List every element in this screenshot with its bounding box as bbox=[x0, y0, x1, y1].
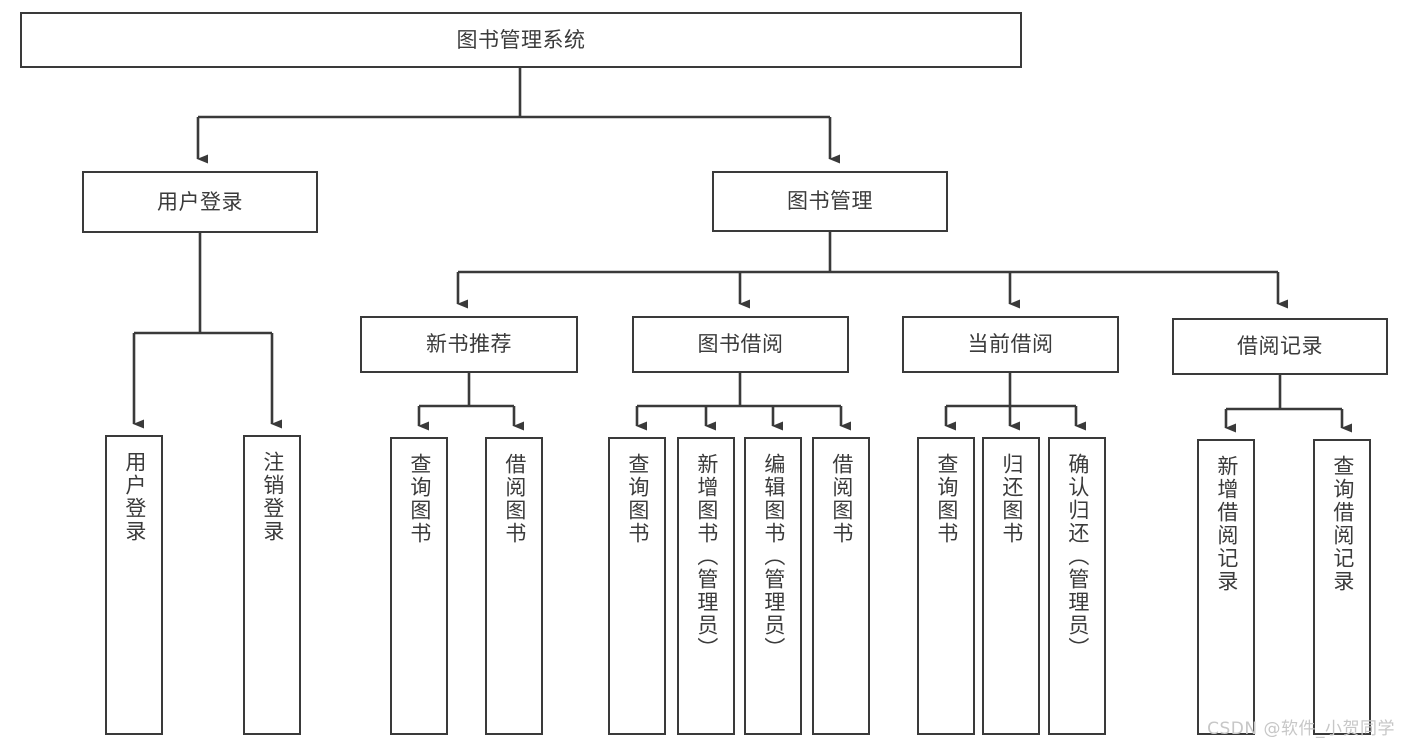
node-label: 确认归还（管理员） bbox=[1065, 453, 1090, 660]
node-label: 当前借阅 bbox=[967, 332, 1054, 357]
node-label: 查询图书 bbox=[407, 453, 432, 545]
leaf-query-borrow-record[interactable]: 查询借阅记录 bbox=[1313, 439, 1371, 735]
node-label: 编辑图书（管理员） bbox=[761, 453, 786, 660]
node-label: 图书管理系统 bbox=[456, 27, 586, 52]
leaf-confirm-return-admin[interactable]: 确认归还（管理员） bbox=[1048, 437, 1106, 735]
leaf-add-borrow-record[interactable]: 新增借阅记录 bbox=[1197, 439, 1255, 735]
node-new-book-recommend[interactable]: 新书推荐 bbox=[360, 316, 578, 373]
node-root-book-management-system[interactable]: 图书管理系统 bbox=[20, 12, 1022, 68]
leaf-add-book-admin[interactable]: 新增图书（管理员） bbox=[677, 437, 735, 735]
node-label: 图书管理 bbox=[787, 189, 873, 214]
node-label: 查询图书 bbox=[934, 453, 959, 545]
node-label: 借阅图书 bbox=[502, 453, 527, 545]
node-user-login[interactable]: 用户登录 bbox=[82, 171, 318, 233]
node-label: 新书推荐 bbox=[426, 332, 512, 357]
node-book-management[interactable]: 图书管理 bbox=[712, 171, 948, 232]
leaf-borrow-book-recommend[interactable]: 借阅图书 bbox=[485, 437, 543, 735]
leaf-query-book-recommend[interactable]: 查询图书 bbox=[390, 437, 448, 735]
node-label: 注销登录 bbox=[260, 451, 285, 543]
leaf-query-book-current[interactable]: 查询图书 bbox=[917, 437, 975, 735]
node-label: 借阅图书 bbox=[829, 453, 854, 545]
node-label: 用户登录 bbox=[157, 189, 243, 214]
node-borrow-record[interactable]: 借阅记录 bbox=[1172, 318, 1388, 375]
leaf-user-login[interactable]: 用户登录 bbox=[105, 435, 163, 735]
node-current-borrow[interactable]: 当前借阅 bbox=[902, 316, 1119, 373]
node-label: 归还图书 bbox=[999, 453, 1024, 545]
leaf-query-book-borrow[interactable]: 查询图书 bbox=[608, 437, 666, 735]
node-label: 新增借阅记录 bbox=[1214, 455, 1239, 593]
node-label: 查询图书 bbox=[625, 453, 650, 545]
node-label: 查询借阅记录 bbox=[1330, 455, 1355, 593]
node-label: 借阅记录 bbox=[1237, 334, 1323, 359]
node-label: 图书借阅 bbox=[697, 332, 784, 357]
node-label: 用户登录 bbox=[122, 451, 147, 543]
leaf-return-book[interactable]: 归还图书 bbox=[982, 437, 1040, 735]
leaf-borrow-book[interactable]: 借阅图书 bbox=[812, 437, 870, 735]
node-label: 新增图书（管理员） bbox=[694, 453, 719, 660]
node-book-borrow[interactable]: 图书借阅 bbox=[632, 316, 849, 373]
leaf-user-logout[interactable]: 注销登录 bbox=[243, 435, 301, 735]
leaf-edit-book-admin[interactable]: 编辑图书（管理员） bbox=[744, 437, 802, 735]
